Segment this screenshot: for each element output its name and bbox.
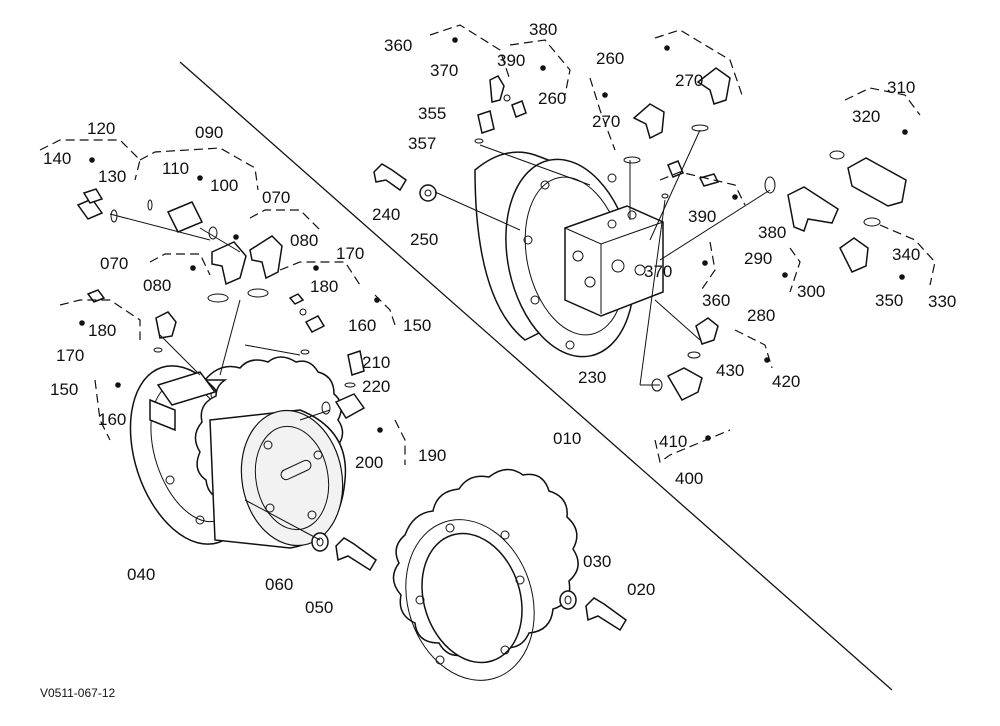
callout-260-a: 260 (538, 89, 566, 108)
callout-130: 130 (98, 167, 126, 186)
callout-357: 357 (408, 134, 436, 153)
leader-lines (109, 129, 771, 541)
callout-250: 250 (410, 230, 438, 249)
callout-180-b: 180 (88, 321, 116, 340)
callout-180-a: 180 (310, 277, 338, 296)
callout-420: 420 (772, 372, 800, 391)
callout-080-a: 080 (290, 231, 318, 250)
callout-340: 340 (892, 245, 920, 264)
callout-320: 320 (852, 107, 880, 126)
bolt-240 (373, 163, 437, 202)
drawing-code: V0511-067-12 (40, 686, 115, 700)
callout-210: 210 (362, 353, 390, 372)
callout-160-a: 160 (348, 316, 376, 335)
callout-140: 140 (43, 149, 71, 168)
callout-labels: 010 020 030 040 050 060 070 070 080 080 … (43, 20, 956, 617)
callout-270-a: 270 (592, 112, 620, 131)
callout-070-b: 070 (100, 254, 128, 273)
leader-dots (79, 37, 908, 441)
callout-390-b: 390 (688, 207, 716, 226)
callout-360-a: 360 (384, 36, 412, 55)
callout-170-b: 170 (56, 346, 84, 365)
callout-200: 200 (355, 453, 383, 472)
callout-360-b: 360 (702, 291, 730, 310)
callout-370-b: 370 (644, 262, 672, 281)
callout-390-a: 390 (497, 51, 525, 70)
callout-300: 300 (797, 282, 825, 301)
bolt-020 (559, 590, 627, 632)
callout-050: 050 (305, 598, 333, 617)
callout-380-a: 380 (529, 20, 557, 39)
callout-260-b: 260 (596, 49, 624, 68)
callout-020: 020 (627, 580, 655, 599)
right-fittings (474, 67, 907, 401)
callout-290: 290 (744, 249, 772, 268)
callout-370-a: 370 (430, 61, 458, 80)
callout-030: 030 (583, 552, 611, 571)
callout-040: 040 (127, 565, 155, 584)
callout-240: 240 (372, 205, 400, 224)
divider-line (179, 61, 893, 691)
callout-230: 230 (578, 368, 606, 387)
sprocket-010 (392, 468, 579, 681)
callout-100: 100 (210, 176, 238, 195)
callout-090: 090 (195, 123, 223, 142)
callout-110: 110 (162, 159, 189, 178)
callout-150-a: 150 (403, 316, 431, 335)
callout-070-a: 070 (262, 188, 290, 207)
bolt-050 (311, 532, 377, 572)
callout-170-a: 170 (336, 244, 364, 263)
callout-430: 430 (716, 361, 744, 380)
callout-220: 220 (362, 377, 390, 396)
callout-280: 280 (747, 306, 775, 325)
callout-355: 355 (418, 104, 446, 123)
left-fittings (76, 188, 366, 420)
left-motor-assembly (129, 356, 347, 549)
callout-150-b: 150 (50, 380, 78, 399)
callout-010: 010 (553, 429, 581, 448)
callout-330: 330 (928, 292, 956, 311)
callout-160-b: 160 (98, 410, 126, 429)
right-motor-assembly (474, 151, 664, 358)
callout-060: 060 (265, 575, 293, 594)
callout-410: 410 (659, 432, 687, 451)
callout-400: 400 (675, 469, 703, 488)
callout-310: 310 (887, 78, 915, 97)
callout-380-b: 380 (758, 223, 786, 242)
callout-080-b: 080 (143, 276, 171, 295)
callout-270-b: 270 (675, 71, 703, 90)
callout-350: 350 (875, 291, 903, 310)
callout-190: 190 (418, 446, 446, 465)
callout-120: 120 (87, 119, 115, 138)
